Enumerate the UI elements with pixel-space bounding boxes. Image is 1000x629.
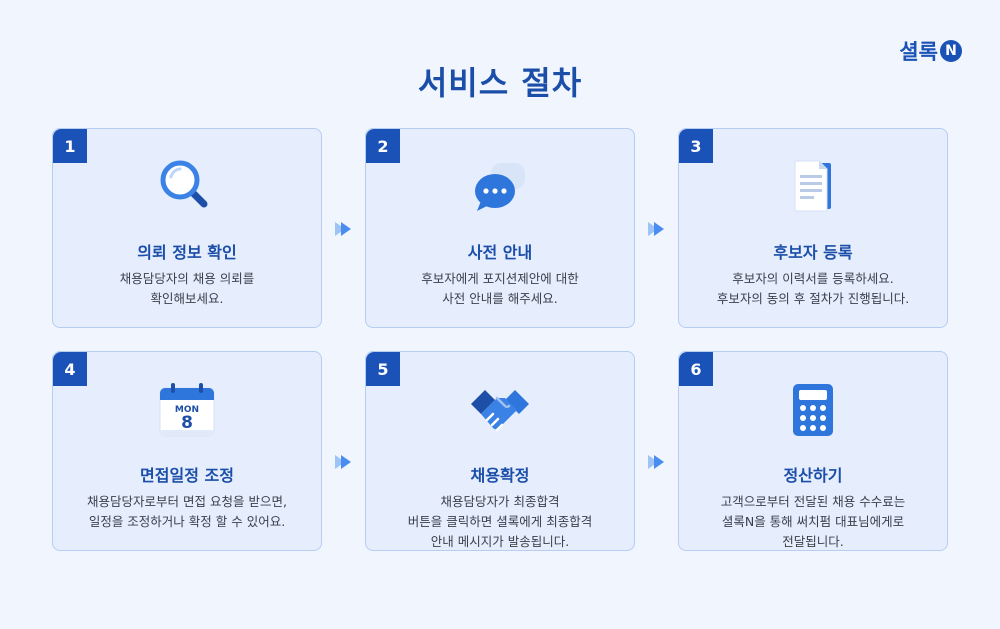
step-card-1: 1 의뢰 정보 확인 채용담당자의 채용 의뢰를 확인해보세요.: [52, 128, 322, 328]
step-title: 사전 안내: [467, 243, 533, 262]
step-description: 고객으로부터 전달된 채용 수수료는 셜록N을 통해 써치펌 대표님에게로 전달…: [720, 494, 906, 549]
step-card-5: 5 채용확정 채용담당자가 최종합격 버튼을 클릭하면 셜록에게 최종합격 안내…: [365, 351, 635, 551]
brand-logo: 셜록 N: [899, 36, 962, 66]
step-title: 정산하기: [783, 466, 843, 485]
step-title: 후보자 등록: [773, 243, 853, 262]
step-title: 의뢰 정보 확인: [137, 243, 237, 262]
step-number: 2: [366, 129, 400, 163]
arrow-right-icon: [648, 222, 664, 236]
step-description: 후보자에게 포지션제안에 대한 사전 안내를 해주세요.: [421, 271, 579, 306]
step-card-2: 2 사전 안내 후보자에게 포지션제안에 대한 사전 안내를 해주세요.: [365, 128, 635, 328]
arrow-right-icon: [335, 455, 351, 469]
step-description: 후보자의 이력서를 등록하세요. 후보자의 동의 후 절차가 진행됩니다.: [716, 271, 910, 306]
handshake-icon: [366, 378, 634, 442]
arrow-right-icon: [648, 455, 664, 469]
step-title: 채용확정: [470, 466, 530, 485]
step-number: 5: [366, 352, 400, 386]
step-card-6: 6 정산하기 고객으로부터 전달된 채용 수수료는 셜록N을 통해 써치펌 대표…: [678, 351, 948, 551]
brand-badge: N: [940, 40, 962, 62]
calendar-icon: MON 8: [53, 378, 321, 442]
calendar-date: 8: [181, 413, 193, 433]
calculator-icon: [679, 378, 947, 442]
step-title: 면접일정 조정: [140, 466, 234, 485]
magnifier-icon: [53, 155, 321, 219]
arrow-right-icon: [335, 222, 351, 236]
chat-bubble-icon: [366, 155, 634, 219]
step-number: 6: [679, 352, 713, 386]
step-card-3: 3 후보자 등록 후보자의 이력서를 등록하세요. 후보자의 동의 후 절차가 …: [678, 128, 948, 328]
document-icon: [679, 155, 947, 219]
step-description: 채용담당자의 채용 의뢰를 확인해보세요.: [119, 271, 255, 306]
step-card-4: 4 MON 8 면접일정 조정 채용담당자로부터 면접 요청을 받으면, 일정을…: [52, 351, 322, 551]
page-title: 서비스 절차: [417, 64, 583, 102]
step-number: 3: [679, 129, 713, 163]
step-description: 채용담당자가 최종합격 버튼을 클릭하면 셜록에게 최종합격 안내 메시지가 발…: [407, 494, 593, 549]
brand-name: 셜록: [899, 40, 938, 64]
step-number: 4: [53, 352, 87, 386]
step-number: 1: [53, 129, 87, 163]
step-description: 채용담당자로부터 면접 요청을 받으면, 일정을 조정하거나 확정 할 수 있어…: [87, 494, 287, 529]
calendar-day: MON: [175, 405, 199, 415]
